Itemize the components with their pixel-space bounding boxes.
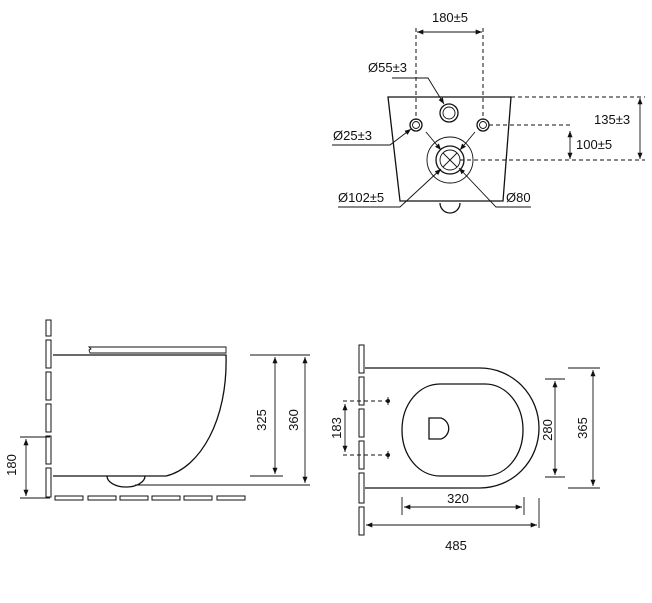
- dia-55-label: Ø55±3: [368, 60, 407, 75]
- dim-360-label: 360: [286, 409, 301, 431]
- bowl-side-outline: [53, 354, 227, 477]
- dim-365-label: 365: [575, 417, 590, 439]
- dia-102-label: Ø102±5: [338, 190, 384, 205]
- drain-d-shape: [428, 417, 450, 440]
- dim-183-label: 183: [329, 417, 344, 439]
- dim-320-label: 320: [447, 491, 469, 506]
- floor: [54, 495, 246, 501]
- dia-80-label: Ø80: [506, 190, 531, 205]
- bolt-hole-right: [476, 118, 490, 132]
- dim-485-label: 485: [445, 538, 467, 553]
- bolt-hole-left: [409, 118, 423, 132]
- fixing-point-lower: [386, 451, 390, 459]
- dim-325-label: 325: [254, 409, 269, 431]
- plan-wall: [358, 344, 365, 536]
- bowl-plan-outline: [365, 367, 540, 489]
- dia-25-label: Ø25±3: [333, 128, 372, 143]
- dim-180-side-label: 180: [4, 454, 19, 476]
- outlet-spigot: [106, 475, 146, 488]
- rear-view: 180±5 135±3 100±5 Ø55±3 Ø25±3 Ø102±5 Ø80: [332, 10, 645, 214]
- bowl-inner-rim: [401, 383, 524, 477]
- outlet-outer-circle: [426, 136, 474, 184]
- inlet-inner: [442, 106, 456, 120]
- fixing-point-upper: [386, 397, 390, 405]
- plan-view: 183 280 365 320 485: [329, 344, 600, 553]
- side-view: 325 360 180: [4, 319, 310, 501]
- dim-280-label: 280: [540, 419, 555, 441]
- seat-lid: [87, 346, 227, 354]
- rear-body-outline: [387, 96, 512, 202]
- dim-135-label: 135±3: [594, 112, 630, 127]
- inlet-outer: [439, 103, 459, 123]
- wall: [45, 319, 52, 498]
- dim-180-label: 180±5: [432, 10, 468, 25]
- dim-100-label: 100±5: [576, 137, 612, 152]
- rear-bump: [439, 202, 461, 214]
